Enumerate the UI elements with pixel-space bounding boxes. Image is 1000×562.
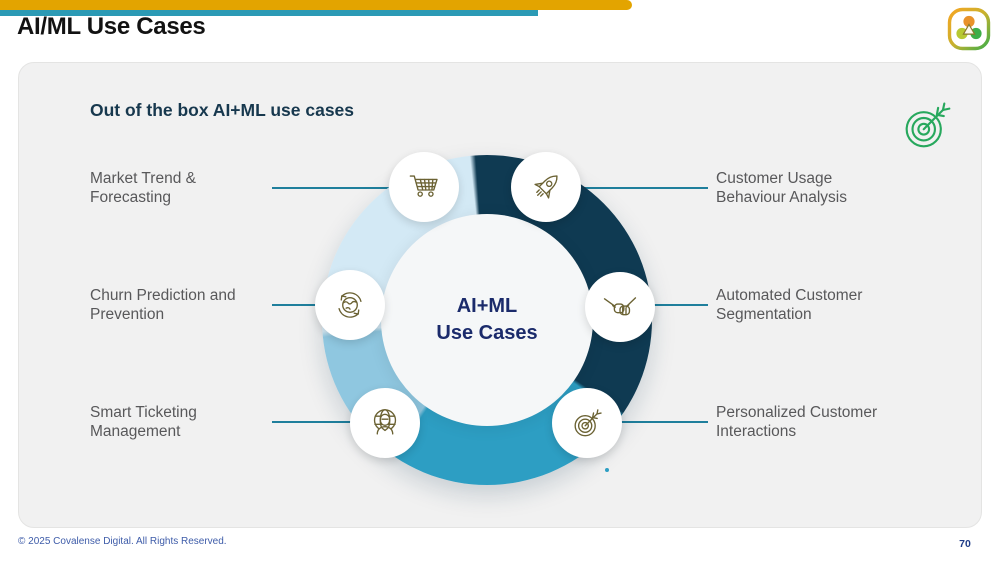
footer-copyright: © 2025 Covalense Digital. All Rights Res… bbox=[18, 536, 227, 547]
covalense-logo-icon bbox=[947, 7, 991, 51]
connector-line-top-right bbox=[578, 187, 708, 189]
page-title: AI/ML Use Cases bbox=[17, 13, 206, 40]
handshake-icon bbox=[600, 287, 640, 327]
label-smart-ticketing: Smart Ticketing Management bbox=[90, 404, 197, 441]
shopping-cart-icon bbox=[404, 167, 444, 207]
label-churn-prediction: Churn Prediction and Prevention bbox=[90, 287, 236, 324]
connector-line-top-left bbox=[272, 187, 392, 189]
card-heading: Out of the box AI+ML use cases bbox=[90, 100, 355, 120]
connector-line-bottom-left bbox=[272, 421, 354, 423]
icon-circle-churn-prediction bbox=[315, 270, 385, 340]
person-globe-icon bbox=[365, 403, 405, 443]
top-bar-teal bbox=[0, 10, 538, 16]
decorative-dot bbox=[605, 468, 609, 472]
ring-center: AI+ML Use Cases bbox=[381, 214, 593, 426]
page-number: 70 bbox=[959, 538, 971, 550]
green-target-arrow-icon bbox=[896, 94, 960, 158]
center-title-line2: Use Cases bbox=[436, 322, 538, 344]
icon-circle-market-trend bbox=[389, 152, 459, 222]
label-automated-segmentation: Automated Customer Segmentation bbox=[716, 287, 863, 324]
icon-circle-customer-usage bbox=[511, 152, 581, 222]
globe-sync-icon bbox=[330, 285, 370, 325]
label-customer-usage: Customer Usage Behaviour Analysis bbox=[716, 170, 847, 207]
label-market-trend: Market Trend & Forecasting bbox=[90, 170, 196, 207]
target-arrow-icon bbox=[567, 403, 607, 443]
rocket-icon bbox=[526, 167, 566, 207]
connector-line-middle-left bbox=[272, 304, 320, 306]
label-personalized-interactions: Personalized Customer Interactions bbox=[716, 404, 878, 441]
center-title-line1: AI+ML bbox=[456, 295, 518, 317]
connector-line-middle-right bbox=[652, 304, 708, 306]
connector-line-bottom-right bbox=[620, 421, 708, 423]
icon-circle-personalized-interactions bbox=[552, 388, 622, 458]
top-bar-yellow bbox=[0, 0, 632, 10]
icon-circle-smart-ticketing bbox=[350, 388, 420, 458]
icon-circle-automated-segmentation bbox=[585, 272, 655, 342]
